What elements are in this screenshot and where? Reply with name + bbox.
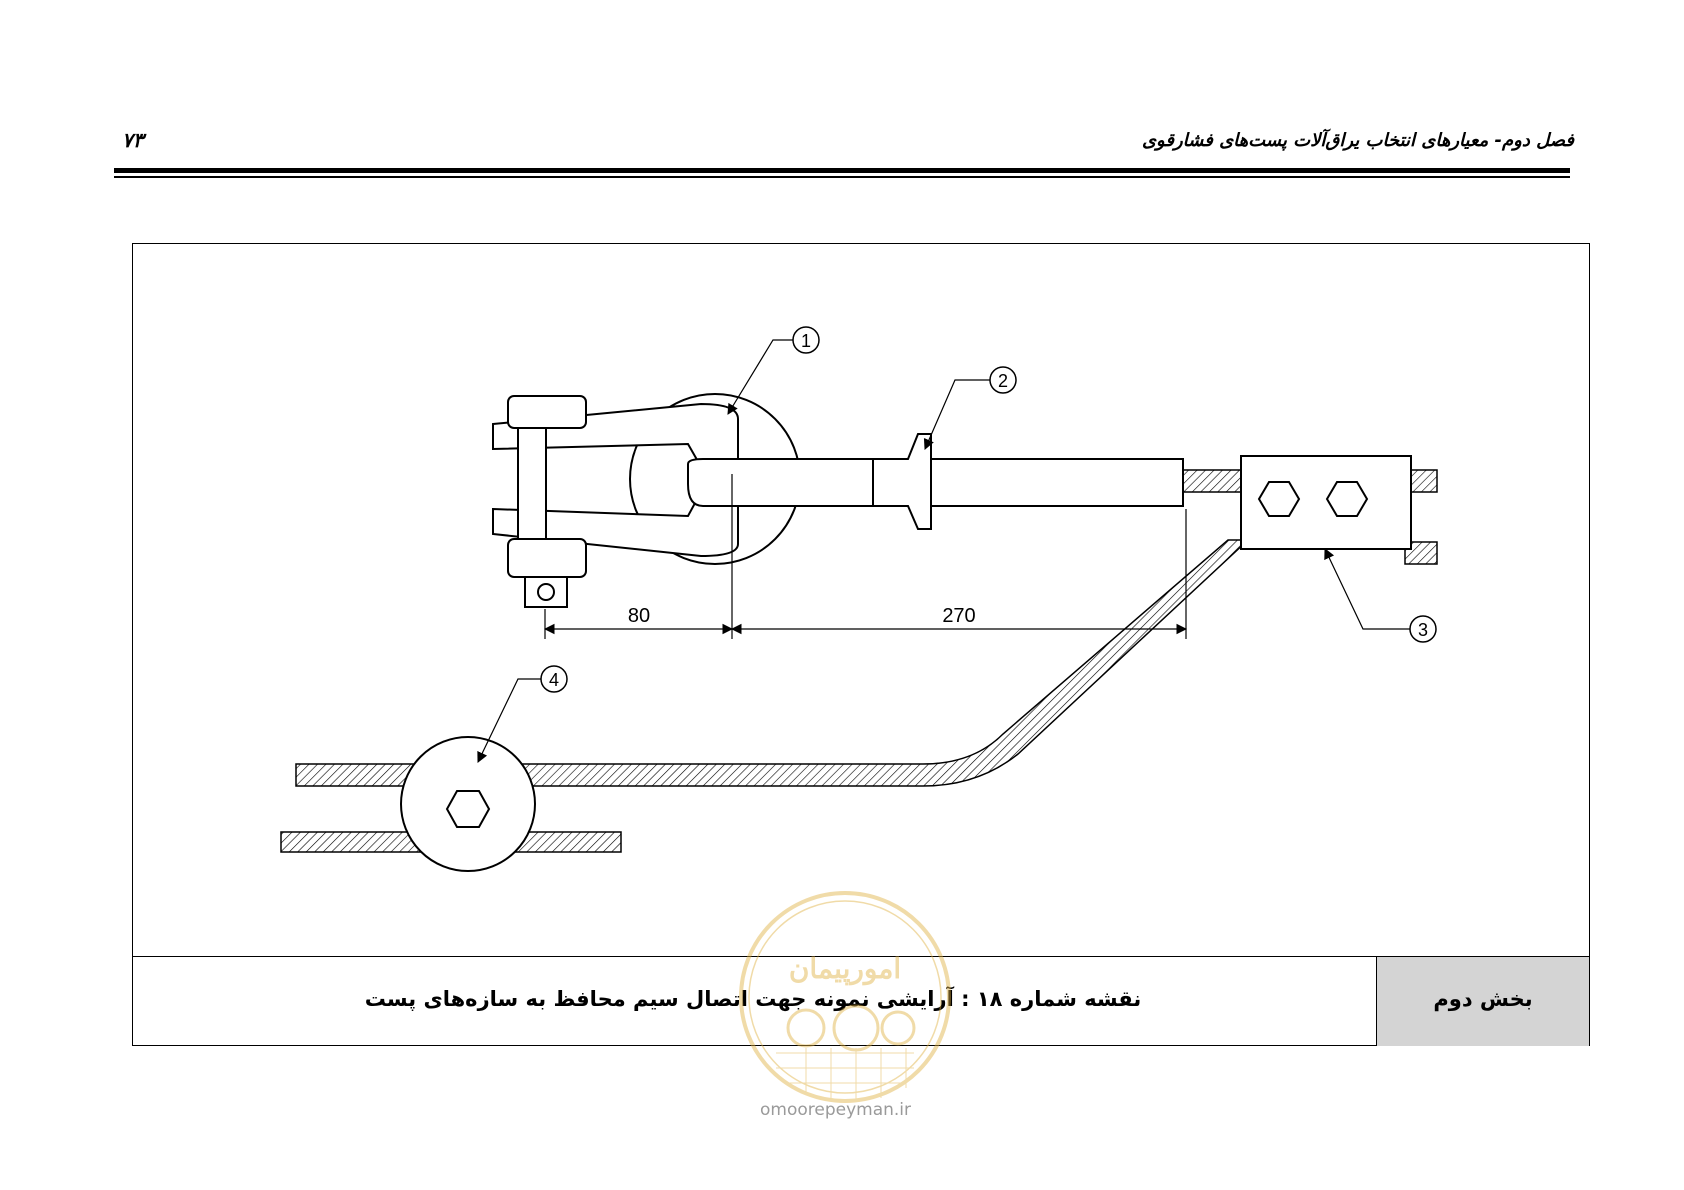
callout-bubbles: [540, 326, 1437, 693]
rod-assembly: [687, 433, 1184, 530]
page-number: ۷۳: [122, 128, 144, 152]
callout-1: [792, 326, 820, 354]
caption-row: نقشه شماره ۱۸ : آرایشی نمونه جهت اتصال س…: [133, 956, 1589, 1046]
header-rule-thin: [114, 176, 1570, 178]
dimension-270: 270: [942, 605, 975, 627]
watermark-logo-text: امورپیمان: [789, 953, 901, 986]
clamp-assembly: [1240, 455, 1412, 550]
figure-frame: 80 270 1 2 3 4 نقشه شماره ۱۸ : آرایشی نم…: [132, 243, 1590, 1046]
section-label: بخش دوم: [1433, 987, 1533, 1011]
bent-shield-wire: [295, 539, 1250, 787]
drawing-area: 80 270 1 2 3 4: [133, 244, 1589, 956]
wire-end-right-lower: [1404, 541, 1438, 565]
callout-3: [1409, 615, 1437, 643]
dimension-80: 80: [628, 605, 650, 627]
callout-2-label: 2: [998, 371, 1008, 391]
running-header-title: فصل دوم- معیارهای انتخاب یراق‌آلات پست‌ه…: [1141, 130, 1574, 151]
section-cell: بخش دوم: [1376, 957, 1589, 1046]
watermark-logo-icon: امورپیمان: [739, 891, 951, 1103]
clamp-bolt-1-icon: [1257, 481, 1301, 517]
dimension-lines: [543, 474, 1188, 639]
callout-1-label: 1: [801, 331, 811, 351]
clevis-assembly: [492, 393, 801, 608]
round-connector: [400, 736, 536, 872]
rod-collar: [872, 433, 932, 530]
callout-4-label: 4: [549, 670, 559, 690]
cotter-pin: [537, 583, 555, 601]
rod-body: [687, 458, 1184, 507]
callout-2: [989, 366, 1017, 394]
watermark-url: omoorepeyman.ir: [760, 1100, 912, 1120]
connector-bolt-icon: [445, 790, 491, 828]
callout-4: [540, 665, 568, 693]
clamp-bolt-2-icon: [1325, 481, 1369, 517]
nut-top: [507, 395, 587, 429]
header-rule: [114, 168, 1570, 173]
figure-caption: نقشه شماره ۱۸ : آرایشی نمونه جهت اتصال س…: [364, 987, 1142, 1011]
callout-3-label: 3: [1418, 620, 1428, 640]
shield-wire-upper: [1182, 469, 1244, 493]
nut-bottom: [507, 538, 587, 578]
technical-drawing: 80 270 1 2 3 4: [280, 326, 1438, 872]
callout-leaders: [477, 339, 1410, 763]
